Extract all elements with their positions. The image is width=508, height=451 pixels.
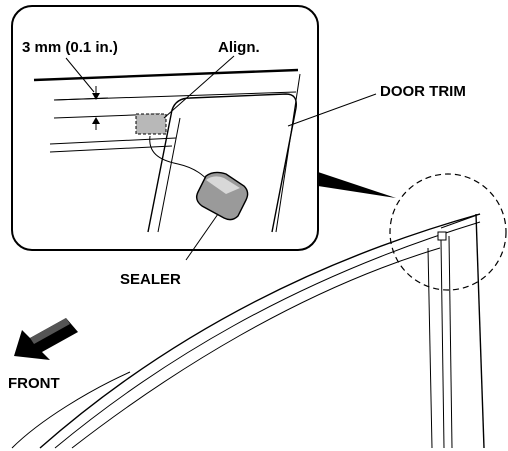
pillar-line-2 <box>440 239 445 449</box>
dimension-arrow-head-top <box>92 93 100 100</box>
sealer-label: SEALER <box>120 271 181 288</box>
door-frame-outer-curve <box>39 213 481 449</box>
front-label: FRONT <box>8 375 60 392</box>
callout-pointer-wedge <box>318 172 396 198</box>
inset-frame-lower-line-2 <box>49 145 173 153</box>
pillar-line-3 <box>448 235 453 449</box>
gap-dimension-label: 3 mm (0.1 in.) <box>22 39 118 56</box>
inset-frame-top-edge <box>33 68 299 82</box>
detail-callout-circle <box>389 173 507 291</box>
dimension-arrow-head-bottom <box>92 117 100 124</box>
door-frame-main-view <box>11 213 485 449</box>
door-trim-panel-inner <box>157 117 181 233</box>
door-frame-inner-curve <box>11 371 131 449</box>
sealer-piece-highlight <box>206 176 240 194</box>
align-label: Align. <box>218 39 260 56</box>
sealer-leader <box>185 213 219 261</box>
alignment-mark-small <box>437 231 447 241</box>
pillar-line-4 <box>475 213 485 449</box>
door-trim-right-edge <box>275 73 301 233</box>
pillar-line-1 <box>427 247 433 449</box>
door-trim-leader <box>287 93 377 127</box>
front-direction-arrow <box>14 318 78 360</box>
pillar-top <box>440 213 481 229</box>
inset-detail-drawing <box>33 55 301 261</box>
dimension-leader <box>65 57 95 93</box>
dimension-line-upper <box>53 97 109 101</box>
door-frame-curve-3 <box>71 247 441 449</box>
inset-frame-lower-line-1 <box>49 137 177 145</box>
front-arrow-shade <box>30 318 70 344</box>
front-arrow-icon <box>14 318 78 360</box>
alignment-patch <box>135 113 167 135</box>
sealer-piece <box>195 171 249 221</box>
door-frame-curve-2 <box>54 221 481 449</box>
align-leader <box>163 55 235 119</box>
door-trim-label: DOOR TRIM <box>380 83 466 100</box>
